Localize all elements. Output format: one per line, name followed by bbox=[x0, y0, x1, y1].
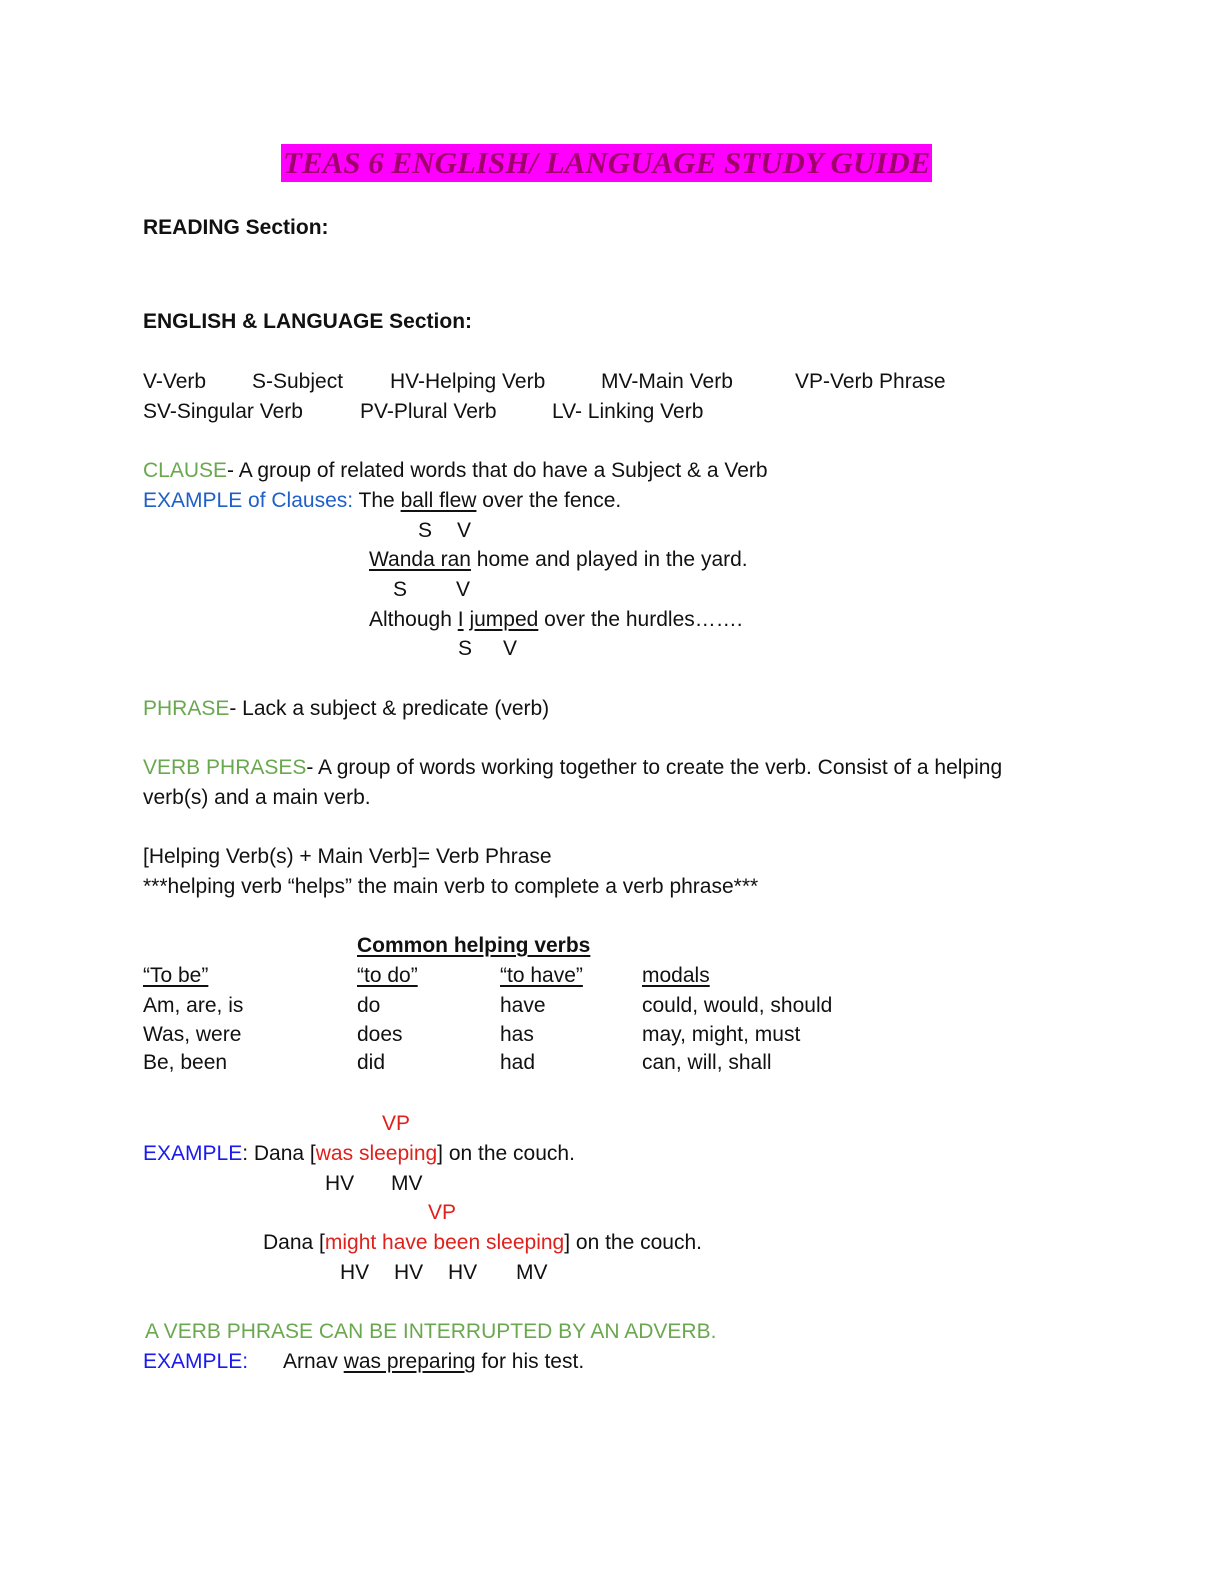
table-cell: Was, were bbox=[143, 1023, 242, 1046]
clause-term: CLAUSE bbox=[143, 459, 228, 482]
abbrev-linking-verb: LV- Linking Verb bbox=[552, 400, 704, 423]
abbrev-plural-verb: PV-Plural Verb bbox=[360, 400, 497, 423]
table-header-modals: modals bbox=[642, 964, 710, 987]
phrase-term: PHRASE bbox=[143, 697, 230, 720]
abbrev-singular-verb: SV-Singular Verb bbox=[143, 400, 303, 423]
helping-verb-note: ***helping verb “helps” the main verb to… bbox=[143, 875, 759, 898]
table-cell: had bbox=[500, 1051, 536, 1074]
verb-phrases-definition-cont: verb(s) and a main verb. bbox=[143, 786, 371, 809]
table-cell: has bbox=[500, 1023, 534, 1046]
verb-phrases-term: VERB PHRASES bbox=[143, 756, 307, 779]
clause-example-3: Although I jumped over the hurdles……. bbox=[369, 608, 743, 631]
abbrev-verb: V-Verb bbox=[143, 370, 207, 393]
adverb-note: A VERB PHRASE CAN BE INTERRUPTED BY AN A… bbox=[145, 1320, 717, 1343]
vp-label: VP bbox=[428, 1201, 457, 1224]
page-title: TEAS 6 ENGLISH/ LANGUAGE STUDY GUIDE bbox=[281, 144, 933, 182]
table-cell: did bbox=[357, 1051, 386, 1074]
clause-example-label: EXAMPLE of Clauses: bbox=[143, 489, 354, 512]
abbrev-subject: S-Subject bbox=[252, 370, 344, 393]
abbrev-main-verb: MV-Main Verb bbox=[601, 370, 733, 393]
mark-hv: HV bbox=[340, 1261, 370, 1284]
abbrev-verb-phrase: VP-Verb Phrase bbox=[795, 370, 946, 393]
reading-heading: READING Section: bbox=[143, 216, 329, 239]
table-cell: does bbox=[357, 1023, 403, 1046]
example-label: EXAMPLE bbox=[143, 1142, 243, 1165]
mark-v: V bbox=[456, 578, 471, 601]
table-cell: have bbox=[500, 994, 546, 1017]
verb-phrase-example-1: EXAMPLE: Dana [was sleeping] on the couc… bbox=[143, 1142, 575, 1165]
verb-phrase-example-2: Dana [might have been sleeping] on the c… bbox=[263, 1231, 702, 1254]
table-cell: can, will, shall bbox=[642, 1051, 772, 1074]
mark-hv: HV bbox=[394, 1261, 424, 1284]
verb-phrases-definition: VERB PHRASES- A group of words working t… bbox=[143, 756, 1003, 779]
mark-s: S bbox=[393, 578, 408, 601]
mark-s: S bbox=[418, 519, 433, 542]
mark-hv: HV bbox=[448, 1261, 478, 1284]
mark-mv: MV bbox=[391, 1172, 423, 1195]
table-title: Common helping verbs bbox=[357, 934, 591, 957]
adverb-example: Arnav was preparing for his test. bbox=[283, 1350, 585, 1373]
verb-phrase-formula: [Helping Verb(s) + Main Verb]= Verb Phra… bbox=[143, 845, 552, 868]
mark-hv: HV bbox=[325, 1172, 355, 1195]
table-header-to-have: “to have” bbox=[500, 964, 583, 987]
table-cell: Am, are, is bbox=[143, 994, 244, 1017]
mark-s: S bbox=[458, 637, 473, 660]
table-header-to-be: “To be” bbox=[143, 964, 209, 987]
abbrev-helping-verb: HV-Helping Verb bbox=[390, 370, 546, 393]
clause-example-1: EXAMPLE of Clauses: The ball flew over t… bbox=[143, 489, 622, 512]
table-cell: do bbox=[357, 994, 381, 1017]
clause-definition: CLAUSE- A group of related words that do… bbox=[143, 459, 768, 482]
mark-mv: MV bbox=[516, 1261, 548, 1284]
table-cell: may, might, must bbox=[642, 1023, 801, 1046]
vp-label: VP bbox=[382, 1112, 411, 1135]
clause-example-2: Wanda ran home and played in the yard. bbox=[369, 548, 748, 571]
table-header-to-do: “to do” bbox=[357, 964, 418, 987]
mark-v: V bbox=[457, 519, 472, 542]
table-cell: Be, been bbox=[143, 1051, 228, 1074]
phrase-definition: PHRASE- Lack a subject & predicate (verb… bbox=[143, 697, 550, 720]
example-label: EXAMPLE: bbox=[143, 1350, 249, 1373]
english-heading: ENGLISH & LANGUAGE Section: bbox=[143, 310, 473, 333]
table-cell: could, would, should bbox=[642, 994, 833, 1017]
mark-v: V bbox=[503, 637, 518, 660]
